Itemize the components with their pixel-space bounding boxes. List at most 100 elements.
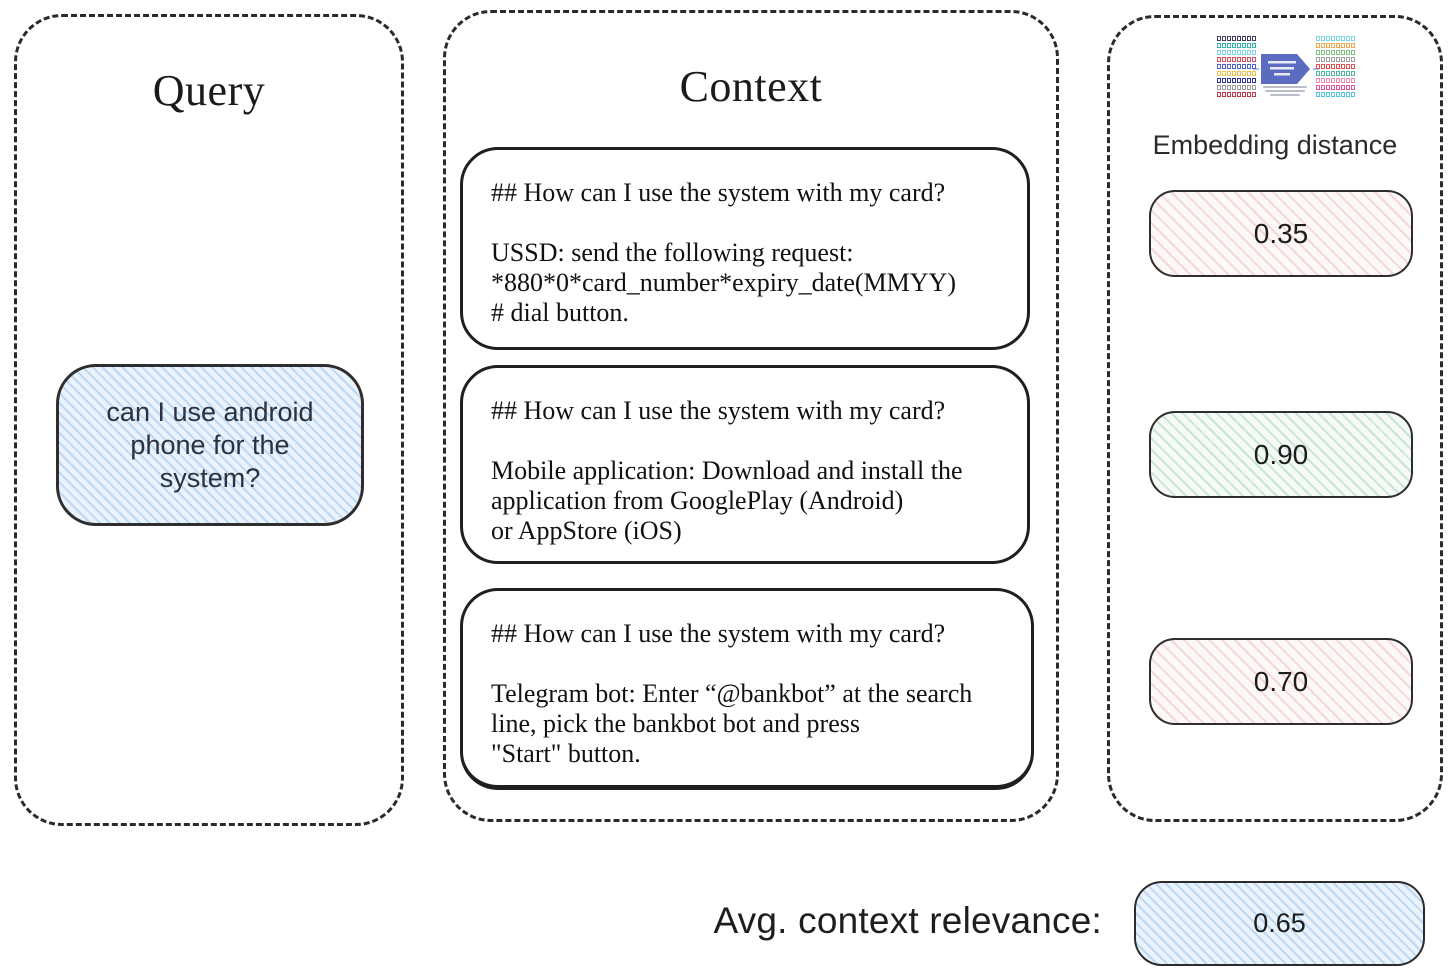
vector-cell <box>1217 85 1221 90</box>
vector-cell <box>1351 92 1355 97</box>
context-card-body: USSD: send the following request: *880*0… <box>491 238 956 327</box>
vector-cell <box>1351 57 1355 62</box>
vector-cell <box>1331 36 1335 41</box>
vector-cell <box>1227 85 1231 90</box>
vector-cell <box>1346 36 1350 41</box>
context-card-heading: ## How can I use the system with my card… <box>491 396 946 425</box>
vector-row <box>1217 85 1256 90</box>
vector-cell <box>1341 57 1345 62</box>
score-value: 0.90 <box>1253 438 1309 470</box>
vector-cell <box>1346 57 1350 62</box>
vector-cell <box>1222 85 1226 90</box>
vector-cell <box>1252 57 1256 62</box>
vector-cell <box>1252 36 1256 41</box>
vector-cell <box>1252 92 1256 97</box>
score-value: 0.35 <box>1253 217 1309 249</box>
vector-cell <box>1252 64 1256 69</box>
vector-cell <box>1232 36 1236 41</box>
embedding-distance-score: 0.70 <box>1149 638 1413 725</box>
query-bubble: can I use android phone for the system? <box>56 364 364 526</box>
vector-cell <box>1326 78 1330 83</box>
vector-cell <box>1316 50 1320 55</box>
vector-row <box>1217 92 1256 97</box>
vector-cell <box>1237 64 1241 69</box>
vector-cell <box>1341 71 1345 76</box>
vector-cell <box>1217 92 1221 97</box>
vector-cell <box>1341 92 1345 97</box>
vector-cell <box>1331 57 1335 62</box>
vector-cell <box>1326 71 1330 76</box>
vector-cell <box>1232 43 1236 48</box>
context-card: ## How can I use the system with my card… <box>460 365 1030 564</box>
vector-cell <box>1222 57 1226 62</box>
vector-cell <box>1331 64 1335 69</box>
vector-cell <box>1242 85 1246 90</box>
context-card-body: Telegram bot: Enter “@bankbot” at the se… <box>491 679 973 768</box>
vector-cell <box>1326 85 1330 90</box>
vector-cell <box>1227 36 1231 41</box>
vector-cell <box>1242 50 1246 55</box>
query-panel-title: Query <box>152 66 266 115</box>
vector-row <box>1217 57 1256 62</box>
vector-cell <box>1227 78 1231 83</box>
vector-row <box>1217 71 1256 76</box>
vector-cell <box>1227 57 1231 62</box>
vector-cell <box>1217 43 1221 48</box>
vector-cell <box>1217 36 1221 41</box>
query-bubble-text: can I use android phone for the system? <box>106 396 314 493</box>
vector-cell <box>1242 57 1246 62</box>
vector-row <box>1316 36 1355 41</box>
context-panel-title: Context <box>679 62 823 111</box>
vector-cell <box>1247 71 1251 76</box>
vector-cell <box>1351 36 1355 41</box>
vector-cell <box>1217 78 1221 83</box>
vector-row <box>1316 50 1355 55</box>
vector-cell <box>1336 43 1340 48</box>
vector-cell <box>1351 50 1355 55</box>
vector-cell <box>1217 64 1221 69</box>
vector-row <box>1217 64 1256 69</box>
vector-cell <box>1331 50 1335 55</box>
vector-row <box>1316 78 1355 83</box>
vector-cell <box>1336 85 1340 90</box>
vector-cell <box>1252 50 1256 55</box>
vector-cell <box>1227 92 1231 97</box>
vector-cell <box>1252 71 1256 76</box>
vector-cell <box>1232 64 1236 69</box>
vector-cell <box>1222 43 1226 48</box>
vector-cell <box>1321 78 1325 83</box>
vector-cell <box>1351 64 1355 69</box>
vector-cell <box>1336 71 1340 76</box>
transform-arrow-icon <box>1261 54 1310 84</box>
context-card: ## How can I use the system with my card… <box>460 147 1030 350</box>
context-card-heading: ## How can I use the system with my card… <box>491 178 946 207</box>
vector-cell <box>1316 92 1320 97</box>
vector-cell <box>1222 50 1226 55</box>
vector-cell <box>1336 78 1340 83</box>
vector-cell <box>1341 78 1345 83</box>
vector-cell <box>1336 57 1340 62</box>
vector-cell <box>1237 71 1241 76</box>
vector-row <box>1217 78 1256 83</box>
vector-cell <box>1247 64 1251 69</box>
source-embedding-grid <box>1217 36 1256 97</box>
vector-cell <box>1222 36 1226 41</box>
vector-row <box>1316 64 1355 69</box>
vector-cell <box>1331 92 1335 97</box>
vector-cell <box>1351 78 1355 83</box>
vector-cell <box>1331 71 1335 76</box>
vector-cell <box>1247 57 1251 62</box>
vector-cell <box>1316 85 1320 90</box>
vector-cell <box>1341 50 1345 55</box>
vector-cell <box>1237 57 1241 62</box>
vector-cell <box>1316 36 1320 41</box>
vector-cell <box>1321 50 1325 55</box>
vector-cell <box>1242 64 1246 69</box>
target-embedding-grid <box>1316 36 1355 97</box>
vector-cell <box>1242 92 1246 97</box>
vector-cell <box>1232 78 1236 83</box>
vector-cell <box>1222 64 1226 69</box>
vector-cell <box>1326 50 1330 55</box>
avg-context-relevance-label: Avg. context relevance: <box>713 900 1102 941</box>
